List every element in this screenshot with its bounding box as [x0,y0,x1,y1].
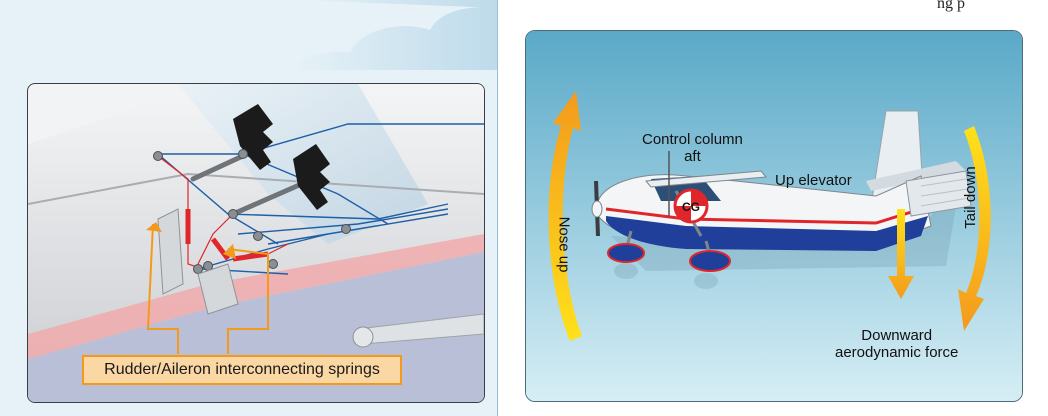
right-diagram-panel: CG Control column aft Up elevator Nose u… [525,30,1023,402]
nose-up-arrow [548,91,582,341]
left-sky-decoration [290,0,497,70]
downward-force-label-line1: Downward [861,327,933,344]
downward-force-label-line2: aerodynamic force [835,344,959,361]
fuselage-stripe [28,234,484,359]
control-column-label: Control column aft [642,131,743,165]
downward-force-label: Downward aerodynamic force [835,327,958,361]
cropped-caption-text: ng p [937,0,965,12]
cg-label: CG [682,200,700,214]
control-column-label-line1: Control column [642,131,743,148]
nose-up-label: Nose up [555,216,573,273]
tail-down-arrow [958,126,991,331]
left-diagram-panel [27,83,485,403]
downward-force-arrow [888,209,914,299]
control-yokes [233,104,330,210]
tail-down-label: Tail down [961,166,979,229]
springs-callout-label: Rudder/Aileron interconnecting springs [82,355,402,385]
callout-lines [146,223,269,354]
cg-symbol: CG [673,188,709,224]
landing-gear [607,243,731,272]
control-column-label-line2: aft [684,148,701,165]
pitch-up-illustration: CG [526,31,1022,401]
aircraft-wing [645,170,767,188]
up-elevator-label: Up elevator [775,172,852,189]
pulleys [153,149,351,274]
rudder-pedals [157,208,239,315]
